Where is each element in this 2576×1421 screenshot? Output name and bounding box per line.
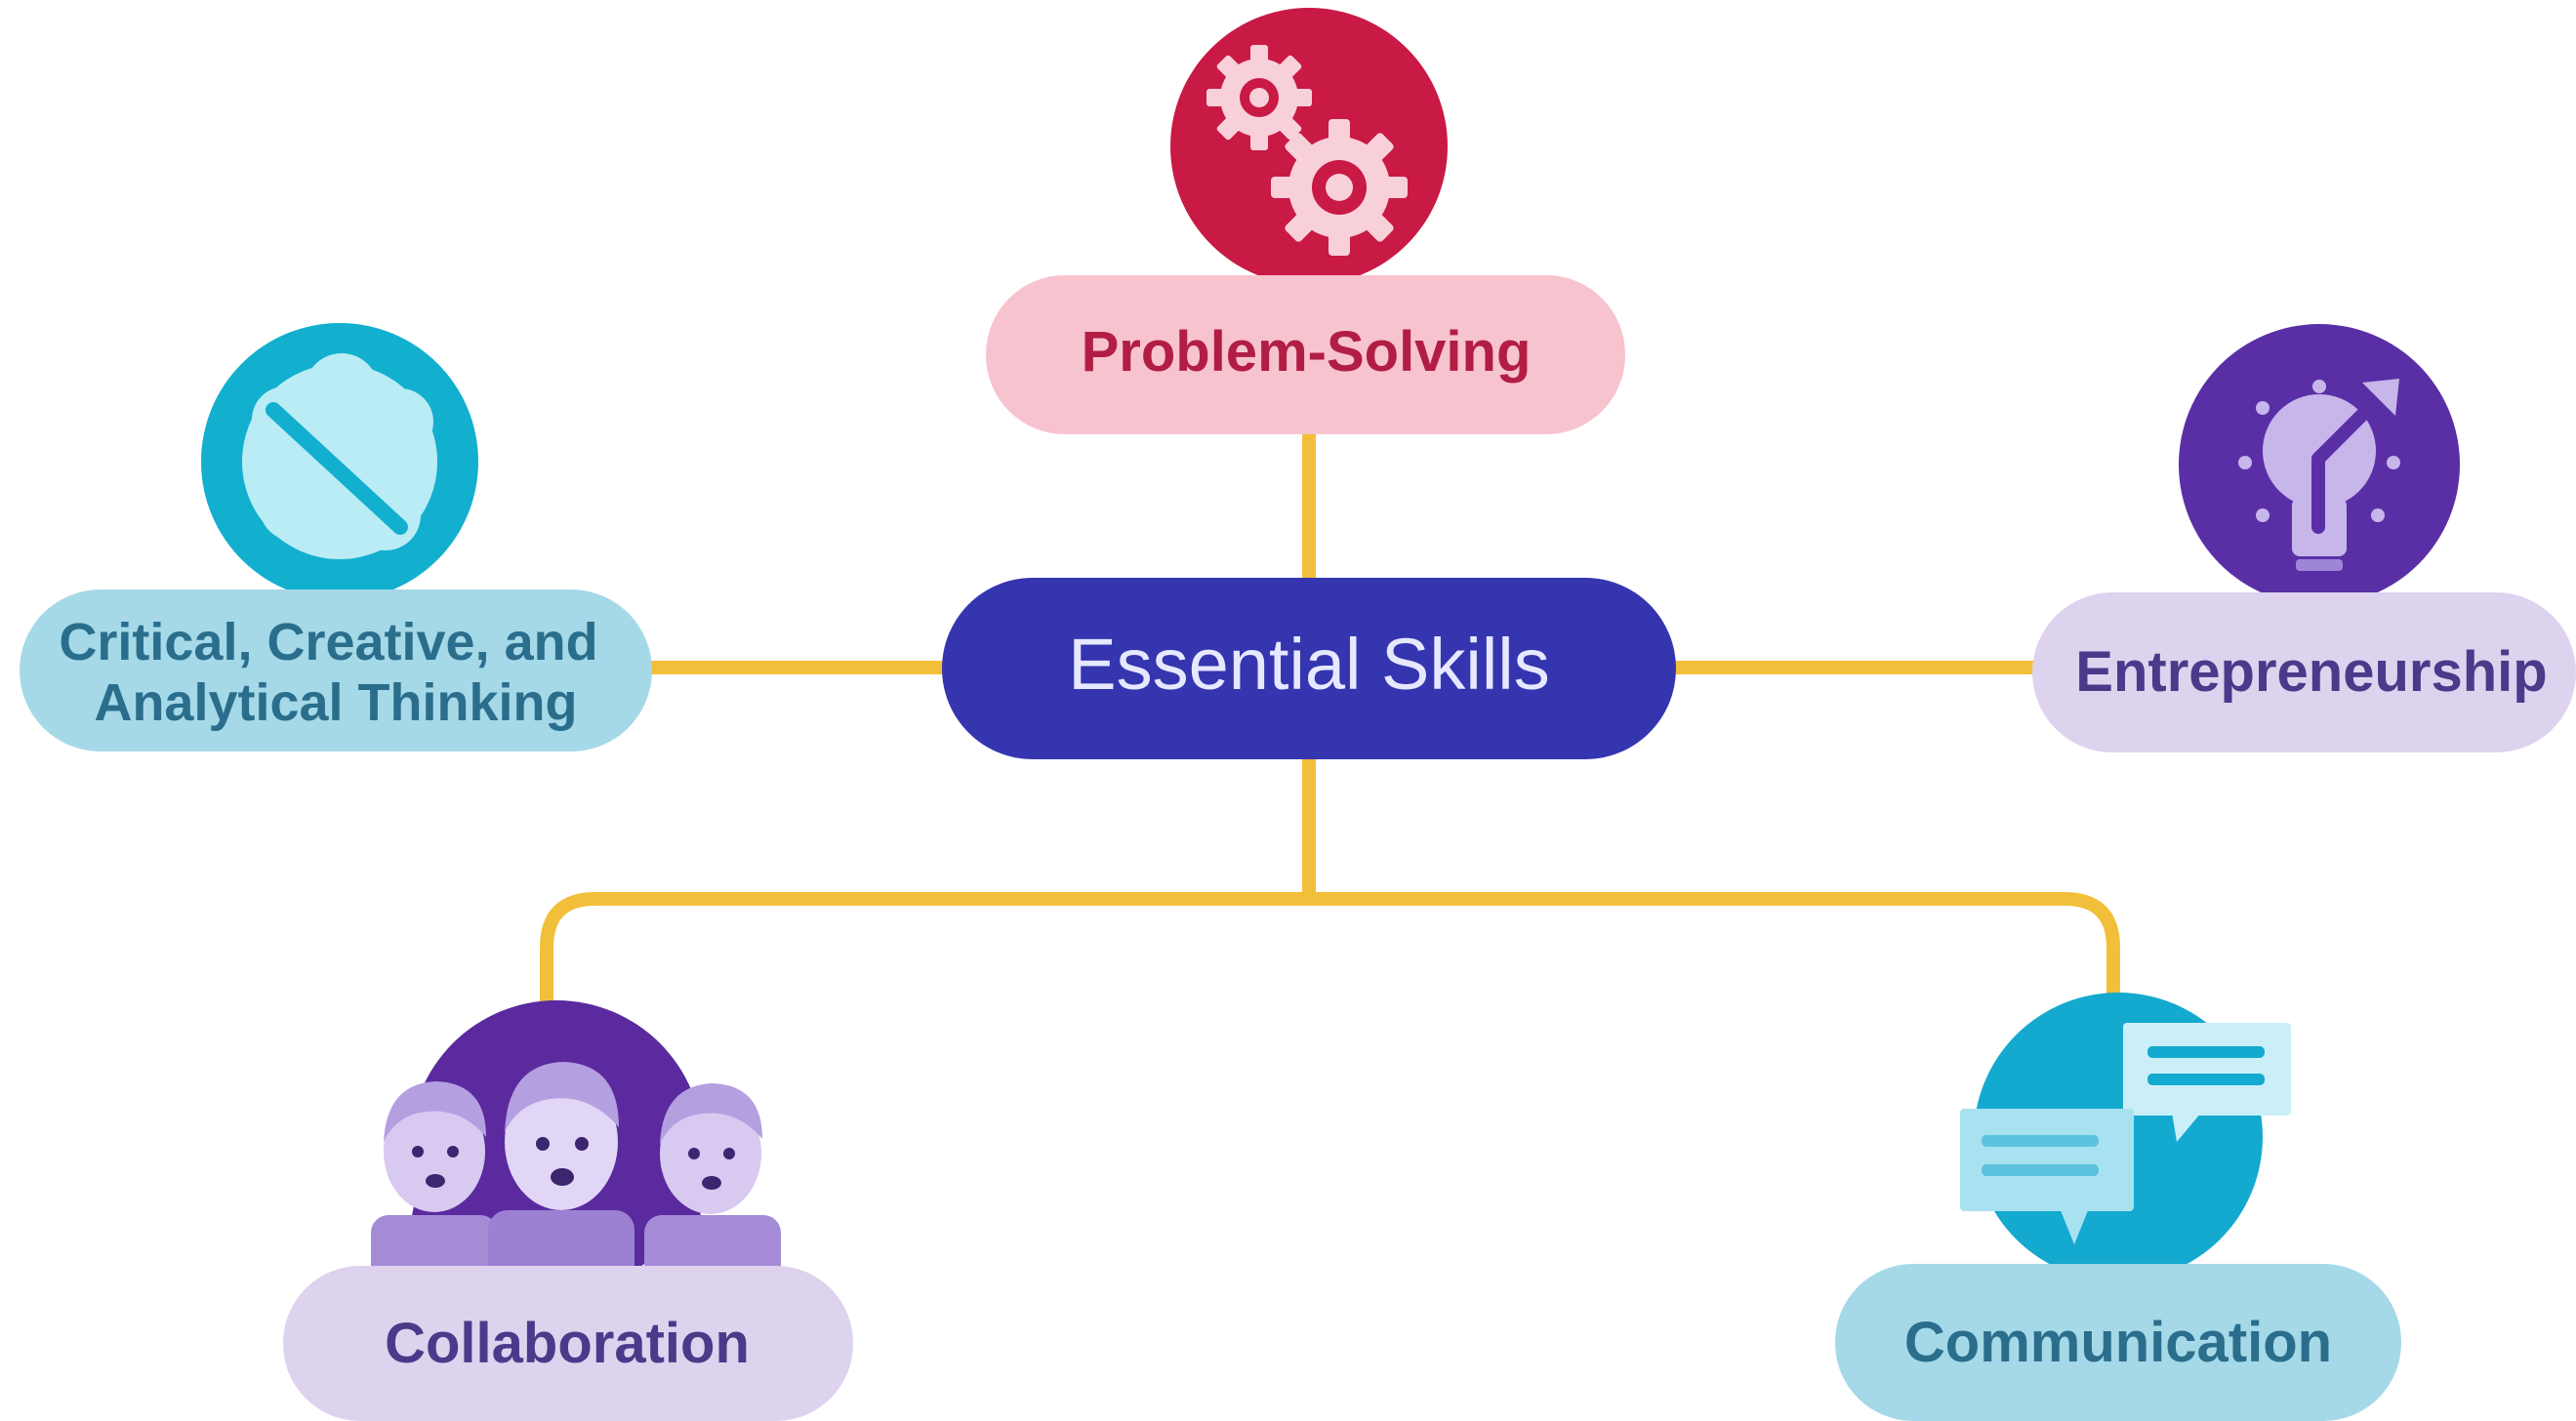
center-label: Essential Skills bbox=[1068, 624, 1550, 705]
connectors bbox=[540, 423, 2120, 1012]
collaboration-pill bbox=[283, 1266, 853, 1421]
node-communication: Communication bbox=[1835, 993, 2401, 1421]
thinking-label-line2: Analytical Thinking bbox=[94, 673, 577, 732]
problem-solving-label: Problem-Solving bbox=[1082, 320, 1532, 384]
communication-pill bbox=[1835, 1264, 2401, 1421]
node-center: Essential Skills bbox=[942, 578, 1676, 759]
node-thinking: Critical, Creative, and Analytical Think… bbox=[20, 323, 652, 751]
thinking-label: Critical, Creative, and Analytical Think… bbox=[59, 613, 612, 732]
entrepreneurship-pill bbox=[2032, 592, 2576, 752]
collaboration-label: Collaboration bbox=[385, 1312, 750, 1375]
thinking-label-line1: Critical, Creative, and bbox=[59, 613, 597, 671]
center-pill bbox=[942, 578, 1676, 759]
node-problem-solving: Problem-Solving bbox=[986, 8, 1625, 434]
chat-bubbles-icon bbox=[1960, 993, 2291, 1281]
gears-icon bbox=[1170, 8, 1448, 285]
node-entrepreneurship: Entrepreneurship bbox=[2032, 324, 2576, 752]
problem-solving-pill bbox=[986, 275, 1625, 434]
people-icon bbox=[371, 1000, 781, 1293]
connector-collaboration bbox=[540, 892, 1316, 1012]
thinking-pill bbox=[20, 589, 652, 751]
entrepreneurship-label: Entrepreneurship bbox=[2075, 640, 2547, 704]
lightbulb-icon bbox=[2179, 324, 2460, 605]
connector-communication bbox=[1302, 892, 2120, 1012]
brain-icon bbox=[201, 323, 478, 600]
node-collaboration: Collaboration bbox=[283, 1000, 853, 1421]
communication-label: Communication bbox=[1904, 1311, 2332, 1374]
